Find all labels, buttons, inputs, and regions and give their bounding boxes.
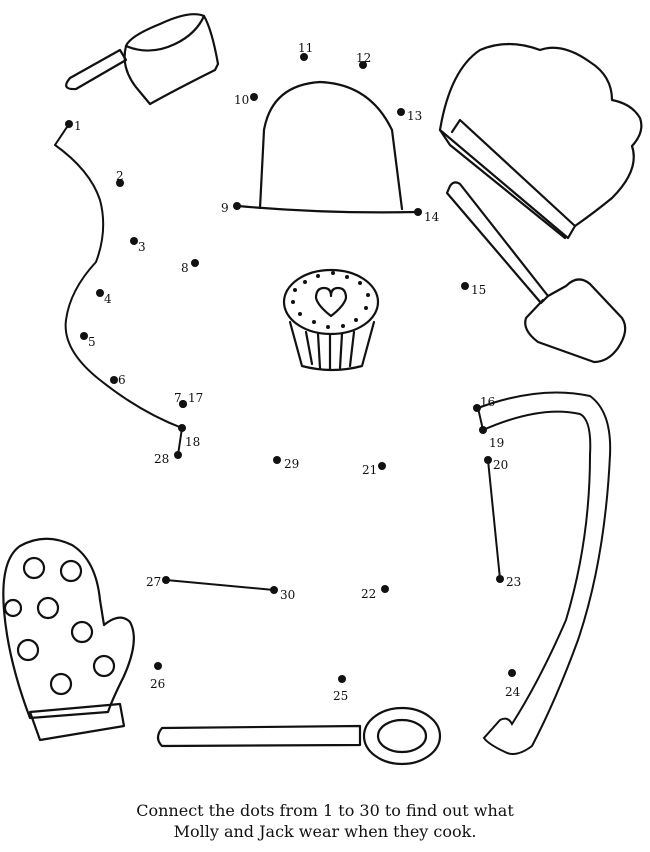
- dot-30: [270, 586, 278, 594]
- dot-2: [116, 179, 124, 187]
- apron-outline: [54, 123, 612, 755]
- chef-hat-icon: [236, 80, 420, 214]
- dot-3: [130, 237, 138, 245]
- dot-label-5: 5: [88, 335, 96, 349]
- dot-label-30: 30: [280, 588, 295, 602]
- dot-label-14: 14: [424, 210, 440, 224]
- dot-label-15: 15: [471, 283, 486, 297]
- dot-label-26: 26: [150, 677, 165, 691]
- dot-5: [80, 332, 88, 340]
- dot-label-1: 1: [74, 119, 82, 133]
- dot-label-6: 6: [118, 373, 126, 387]
- dot-19: [479, 426, 487, 434]
- dot-10: [250, 93, 258, 101]
- dot-23: [496, 575, 504, 583]
- dot-label-3: 3: [138, 240, 146, 254]
- dot-27: [162, 576, 170, 584]
- dot-12: [359, 61, 367, 69]
- dot-label-19: 19: [489, 436, 504, 450]
- polka-dot-mitt-icon: [2, 537, 135, 742]
- dot-16: [473, 404, 481, 412]
- dot-label-25: 25: [333, 689, 348, 703]
- dot-label-8: 8: [181, 261, 189, 275]
- dot-label-29: 29: [284, 457, 299, 471]
- dot-13: [397, 108, 405, 116]
- dot-label-2: 2: [116, 169, 124, 183]
- oven-mitt-icon: [438, 42, 643, 240]
- dot-label-28: 28: [154, 452, 169, 466]
- dot-label-10: 10: [234, 93, 249, 107]
- dot-1: [65, 120, 73, 128]
- dot-label-13: 13: [407, 109, 422, 123]
- dot-18: [178, 424, 186, 432]
- dot-label-11: 11: [298, 41, 313, 55]
- saucepan-icon: [65, 13, 220, 106]
- dot-11: [300, 53, 308, 61]
- dot-4: [96, 289, 104, 297]
- dot-15: [461, 282, 469, 290]
- dot-21: [378, 462, 386, 470]
- dot-14: [414, 208, 422, 216]
- dot-25: [338, 675, 346, 683]
- dot-label-16: 16: [480, 395, 495, 409]
- dot-label-7: 7: [174, 391, 182, 405]
- cupcake-icon: [282, 268, 380, 372]
- dot-label-12: 12: [356, 51, 371, 65]
- dot-label-20: 20: [493, 458, 508, 472]
- dot-26: [154, 662, 162, 670]
- dot-22: [381, 585, 389, 593]
- spatula-icon: [445, 181, 627, 364]
- instructions-caption: Connect the dots from 1 to 30 to find ou…: [0, 800, 650, 842]
- dot-17: [179, 400, 187, 408]
- dot-20: [484, 456, 492, 464]
- dot-9: [233, 202, 241, 210]
- dot-label-22: 22: [361, 587, 376, 601]
- dot-label-18: 18: [185, 435, 200, 449]
- dot-6: [110, 376, 118, 384]
- dot-29: [273, 456, 281, 464]
- caption-line-1: Connect the dots from 1 to 30 to find ou…: [136, 801, 514, 820]
- dot-label-17: 17: [188, 391, 203, 405]
- dot-label-9: 9: [221, 201, 229, 215]
- dot-8: [191, 259, 199, 267]
- caption-line-2: Molly and Jack wear when they cook.: [173, 822, 477, 841]
- wooden-spoon-icon: [156, 706, 442, 766]
- dot-label-4: 4: [104, 292, 112, 306]
- dot-label-21: 21: [362, 463, 377, 477]
- dot-label-24: 24: [505, 685, 521, 699]
- dot-label-23: 23: [506, 575, 521, 589]
- dot-24: [508, 669, 516, 677]
- dot-label-27: 27: [146, 575, 161, 589]
- dot-28: [174, 451, 182, 459]
